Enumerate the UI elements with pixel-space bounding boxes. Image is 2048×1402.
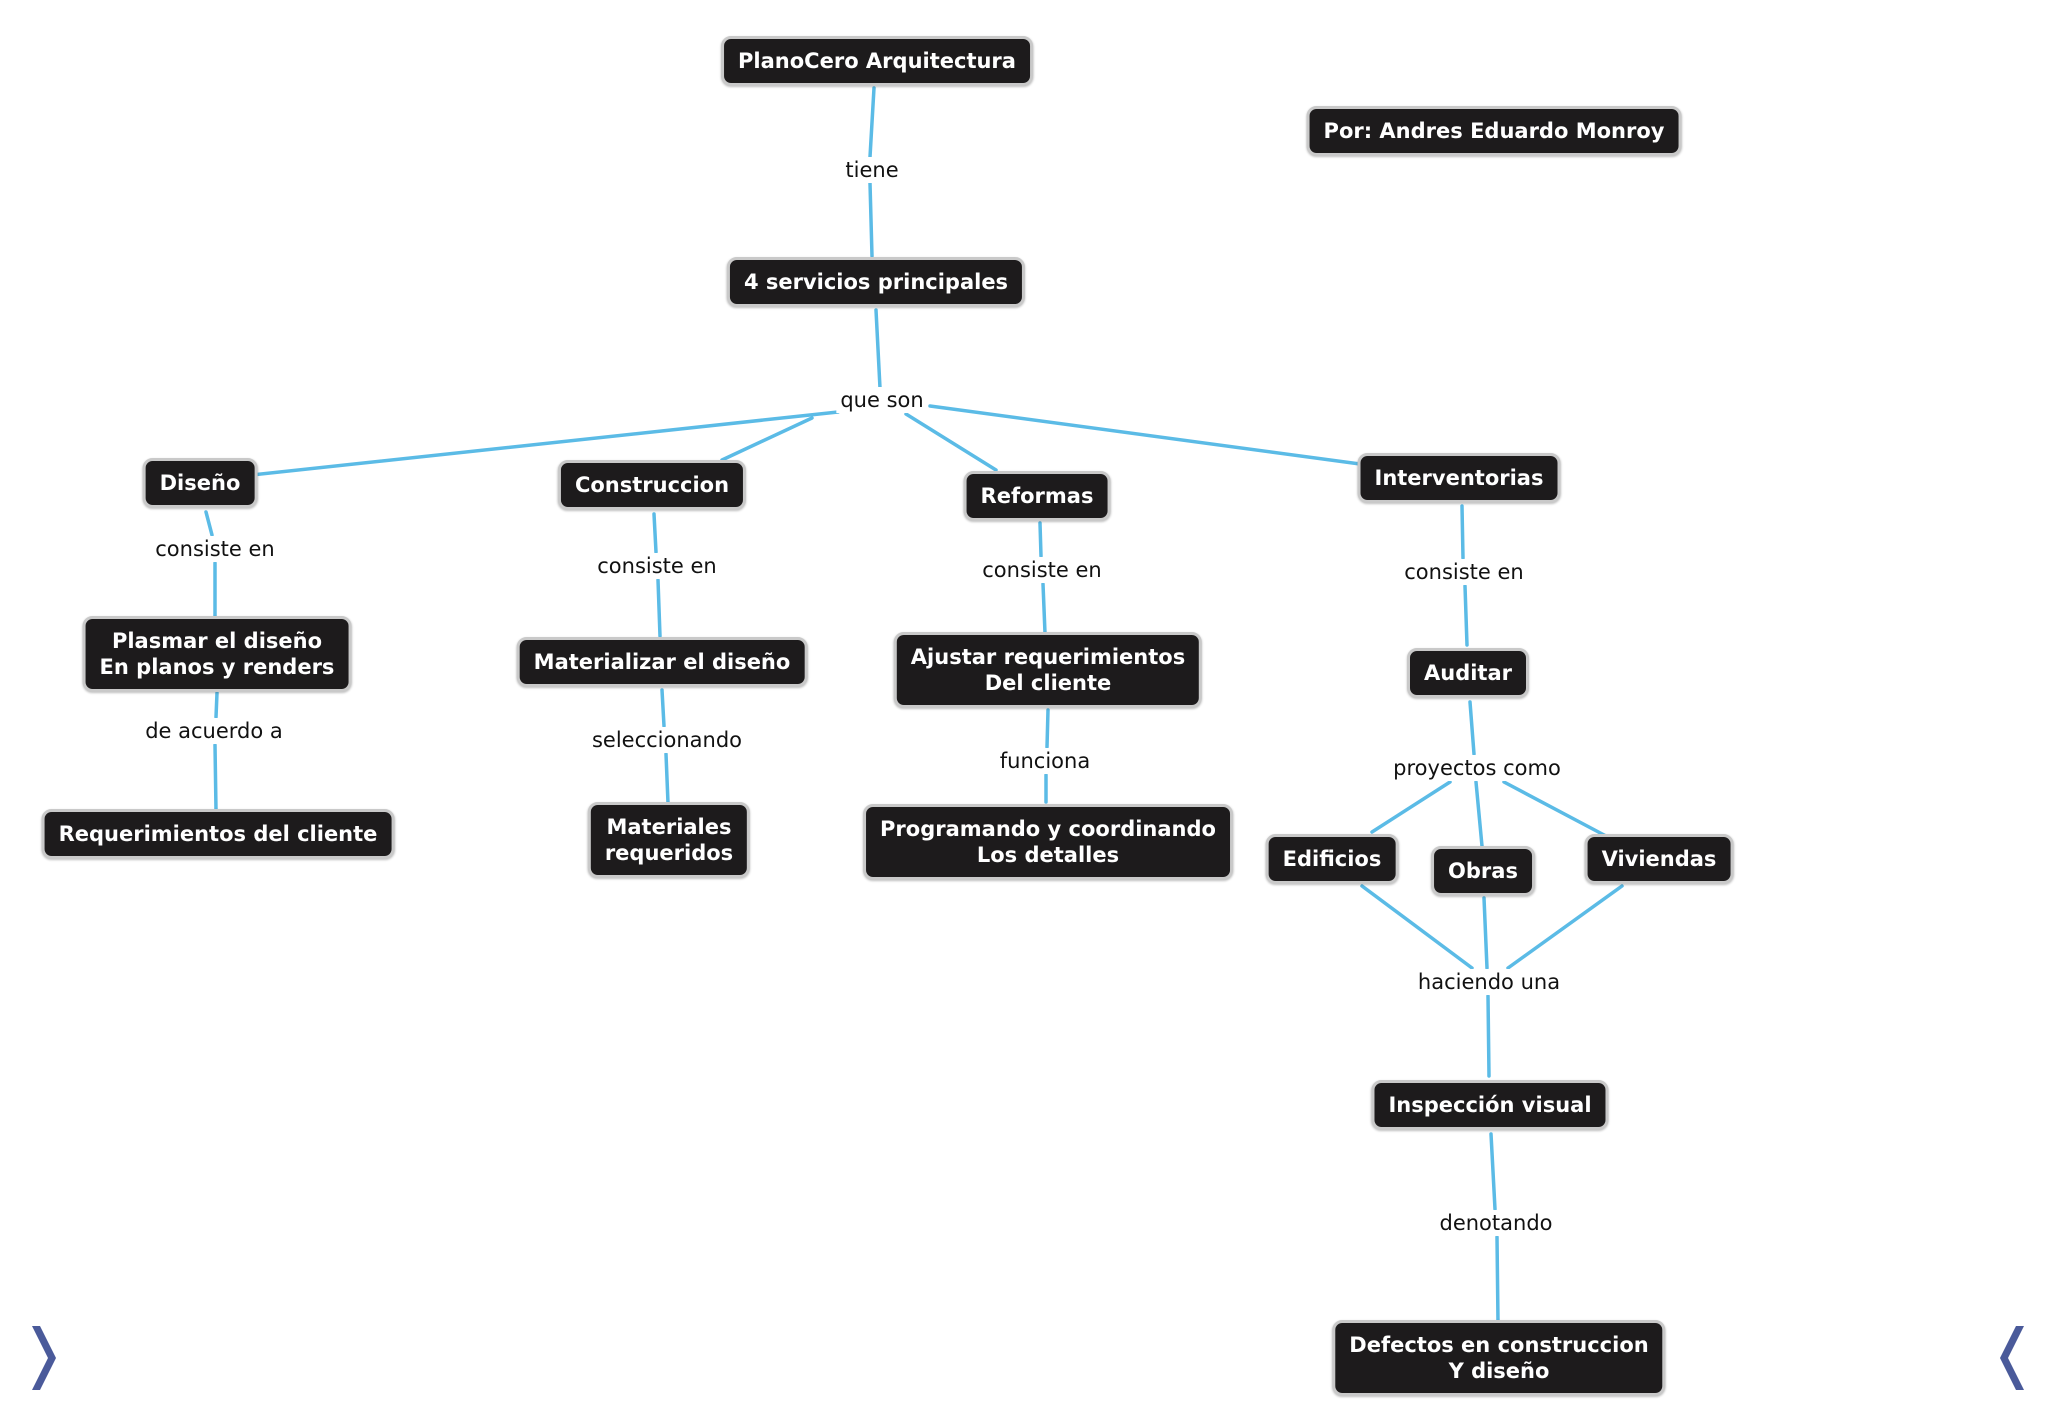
connector-line: [1460, 504, 1465, 560]
link-tiene: tiene: [841, 157, 903, 183]
node-plasmar-diseno[interactable]: Plasmar el diseño En planos y renders: [82, 616, 352, 692]
connector-line: [1495, 1235, 1500, 1324]
link-proyectos-como: proyectos como: [1389, 755, 1565, 781]
connector-line: [904, 412, 998, 472]
connector-line: [874, 308, 882, 390]
node-programando-coordinando[interactable]: Programando y coordinando Los detalles: [863, 804, 1233, 880]
connector-line: [213, 743, 218, 812]
link-consiste-en-diseno: consiste en: [151, 536, 279, 562]
connector-line: [1468, 700, 1476, 756]
connector-line: [214, 691, 219, 719]
connector-line: [1463, 584, 1469, 647]
node-auditar[interactable]: Auditar: [1407, 648, 1529, 698]
node-requerimientos-cliente[interactable]: Requerimientos del cliente: [41, 809, 395, 859]
chevron-right-shape: [32, 1326, 56, 1390]
connector-line: [1038, 521, 1043, 558]
connector-line: [1506, 884, 1624, 970]
node-ajustar-requerimientos[interactable]: Ajustar requerimientos Del cliente: [893, 632, 1203, 708]
connector-line: [1474, 780, 1484, 848]
connector-line: [1045, 708, 1050, 749]
connector-line: [1486, 994, 1491, 1078]
link-funciona: funciona: [995, 748, 1095, 774]
link-seleccionando: seleccionando: [587, 727, 747, 753]
link-consiste-en-reformas: consiste en: [978, 557, 1106, 583]
connector-line: [1370, 780, 1452, 834]
node-construccion[interactable]: Construccion: [557, 460, 747, 510]
link-de-acuerdo-a: de acuerdo a: [141, 718, 287, 744]
connector-line: [1041, 582, 1047, 635]
node-viviendas[interactable]: Viviendas: [1584, 834, 1734, 884]
node-obras[interactable]: Obras: [1431, 846, 1535, 896]
connector-line: [204, 510, 214, 537]
connector-line: [1489, 1132, 1497, 1211]
node-planocero-arquitectura[interactable]: PlanoCero Arquitectura: [721, 36, 1033, 86]
link-consiste-en-interventorias: consiste en: [1400, 559, 1528, 585]
node-edificios[interactable]: Edificios: [1265, 834, 1399, 884]
node-servicios-principales[interactable]: 4 servicios principales: [726, 257, 1026, 307]
chevron-left-icon[interactable]: [1994, 1318, 2030, 1398]
connector-line: [1360, 884, 1474, 970]
node-inspeccion-visual[interactable]: Inspección visual: [1371, 1080, 1609, 1130]
connector-line: [656, 578, 662, 638]
node-diseno[interactable]: Diseño: [142, 458, 258, 508]
connector-line: [868, 181, 874, 258]
chevron-left-shape: [2000, 1326, 2024, 1390]
link-consiste-en-construccion: consiste en: [593, 553, 721, 579]
chevron-right-icon[interactable]: [26, 1318, 62, 1398]
connector-line: [1502, 780, 1608, 838]
link-haciendo-una: haciendo una: [1413, 969, 1565, 995]
node-interventorias[interactable]: Interventorias: [1357, 453, 1561, 503]
connector-line: [928, 404, 1362, 466]
connector-line: [652, 512, 658, 554]
connector-line: [868, 86, 876, 159]
node-materializar-diseno[interactable]: Materializar el diseño: [516, 637, 808, 687]
connector-line: [250, 410, 840, 477]
node-defectos[interactable]: Defectos en construccion Y diseño: [1332, 1320, 1666, 1396]
connector-line: [660, 688, 666, 728]
node-materiales-requeridos[interactable]: Materiales requeridos: [587, 802, 751, 878]
node-author[interactable]: Por: Andres Eduardo Monroy: [1306, 106, 1682, 156]
link-denotando: denotando: [1435, 1210, 1557, 1236]
connector-line: [720, 416, 814, 462]
link-que-son: que son: [836, 387, 928, 413]
connector-line: [1482, 896, 1489, 970]
node-reformas[interactable]: Reformas: [963, 471, 1111, 521]
connector-line: [664, 752, 670, 805]
